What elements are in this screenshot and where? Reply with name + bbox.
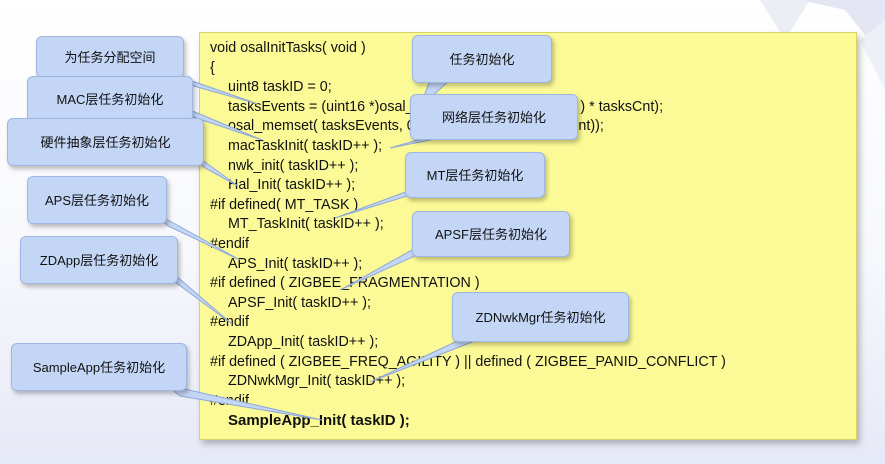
code-line: APS_Init( taskID++ ); [228,255,363,272]
callout-sampleapp: SampleApp任务初始化 [11,343,187,391]
code-line: ZDNwkMgr_Init( taskID++ ); [228,373,406,390]
callout-zdnwkmgr: ZDNwkMgr任务初始化 [452,292,629,342]
code-line: void osalInitTasks( void ) [210,40,366,56]
code-line: #endif [210,314,249,331]
callout-alloc: 为任务分配空间 [36,36,184,78]
callout-nwk: 网络层任务初始化 [410,94,578,140]
code-line: { [210,59,215,76]
code-line: MT_TaskInit( taskID++ ); [228,216,384,233]
code-line: #if defined ( ZIGBEE_FREQ_AGILITY ) || d… [210,353,726,370]
callout-hal: 硬件抽象层任务初始化 [7,118,204,166]
callout-apsf: APSF层任务初始化 [412,211,570,257]
code-line: #if defined ( ZIGBEE_FRAGMENTATION ) [210,275,480,292]
code-line: SampleApp_Init( taskID ); [228,412,410,430]
code-line: #endif [210,236,249,252]
code-line: nwk_init( taskID++ ); [228,157,359,174]
code-line: macTaskInit( taskID++ ); [228,138,383,154]
code-line: uint8 taskID = 0; [228,79,332,96]
code-line: #endif [210,392,249,409]
callout-mac: MAC层任务初始化 [27,76,193,122]
code-line: ZDApp_Init( taskID++ ); [228,334,379,350]
code-line: #if defined( MT_TASK ) [210,196,359,213]
callout-mt: MT层任务初始化 [405,152,545,198]
callout-zdapp: ZDApp层任务初始化 [20,236,178,284]
callout-aps: APS层任务初始化 [27,176,167,224]
code-line: Hal_Init( taskID++ ); [228,177,356,194]
code-line: APSF_Init( taskID++ ); [228,294,372,311]
callout-task: 任务初始化 [412,35,552,83]
